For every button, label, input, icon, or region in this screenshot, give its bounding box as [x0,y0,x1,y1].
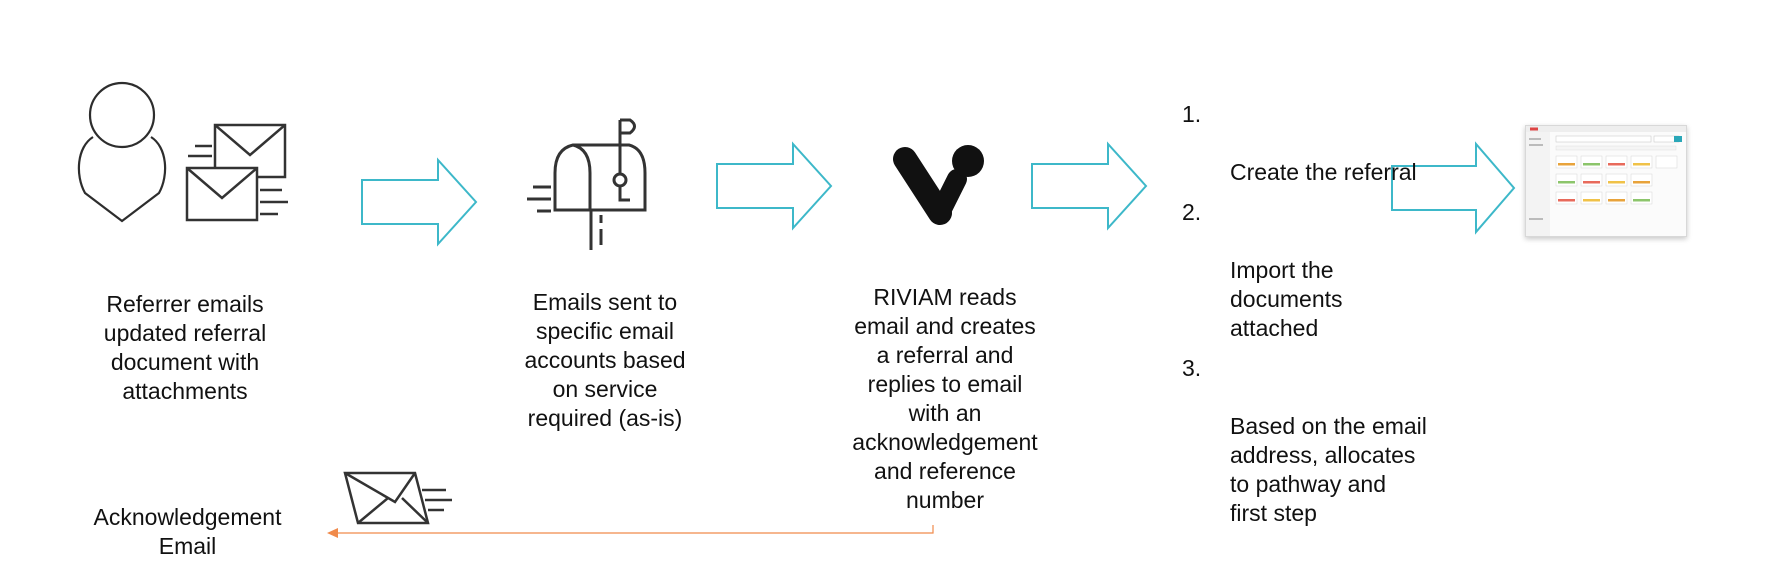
step-number: 2. [1182,199,1202,225]
flow-arrow-1 [361,157,478,247]
process-step-3: 3. Based on the email address, allocates… [1180,354,1450,528]
process-steps-list: 1. Create the referral 2. Import the doc… [1180,100,1450,539]
caption-referrer: Referrer emails updated referral documen… [103,291,267,404]
return-arrow [327,525,934,538]
thumb-card [1555,155,1578,169]
app-screenshot-thumbnail [1525,125,1687,237]
caption-riviam: RIVIAM reads email and creates a referra… [852,284,1038,513]
thumb-status-bar [1633,199,1650,202]
thumb-status-bar [1558,163,1575,166]
thumb-status-bar [1633,163,1650,166]
thumb-card [1580,191,1603,205]
process-step-2: 2. Import the documents attached [1180,198,1450,343]
person-icon [77,81,167,223]
step-number: 1. [1182,101,1202,127]
thumb-card [1630,191,1653,205]
riviam-logo-icon [893,145,984,225]
thumb-card [1580,155,1603,169]
thumb-status-bar [1558,199,1575,202]
thumb-card [1605,173,1628,187]
caption-ack: Acknowledgement Email [93,504,282,559]
thumb-card [1630,155,1653,169]
fast-mail-icon [343,471,452,525]
flow-arrow-3 [1031,141,1148,231]
thumb-status-bar [1608,163,1625,166]
mailbox-icon [527,118,647,250]
step-text: Create the referral [1230,159,1417,185]
thumb-status-bar [1583,181,1600,184]
thumb-card [1605,155,1628,169]
step-number: 3. [1182,355,1202,381]
thumb-status-bar [1608,199,1625,202]
caption-routing: Emails sent to specific email accounts b… [524,289,686,431]
flow-arrow-2 [716,141,833,231]
thumb-status-bar [1583,199,1600,202]
thumb-status-bar [1558,181,1575,184]
step-text: Based on the email address, allocates to… [1230,413,1427,526]
thumb-status-bar [1583,163,1600,166]
thumb-card [1605,191,1628,205]
envelopes-icon [185,123,288,222]
thumb-card [1555,191,1578,205]
thumb-status-bar [1633,181,1650,184]
thumb-card [1655,155,1678,169]
thumb-card [1580,173,1603,187]
thumb-status-bar [1608,181,1625,184]
process-step-1: 1. Create the referral [1180,100,1450,187]
flow-arrow-4 [1391,141,1516,235]
step-text: Import the documents attached [1230,257,1343,341]
thumb-card [1630,173,1653,187]
thumb-card [1555,173,1578,187]
app-screenshot-image [1526,126,1686,236]
